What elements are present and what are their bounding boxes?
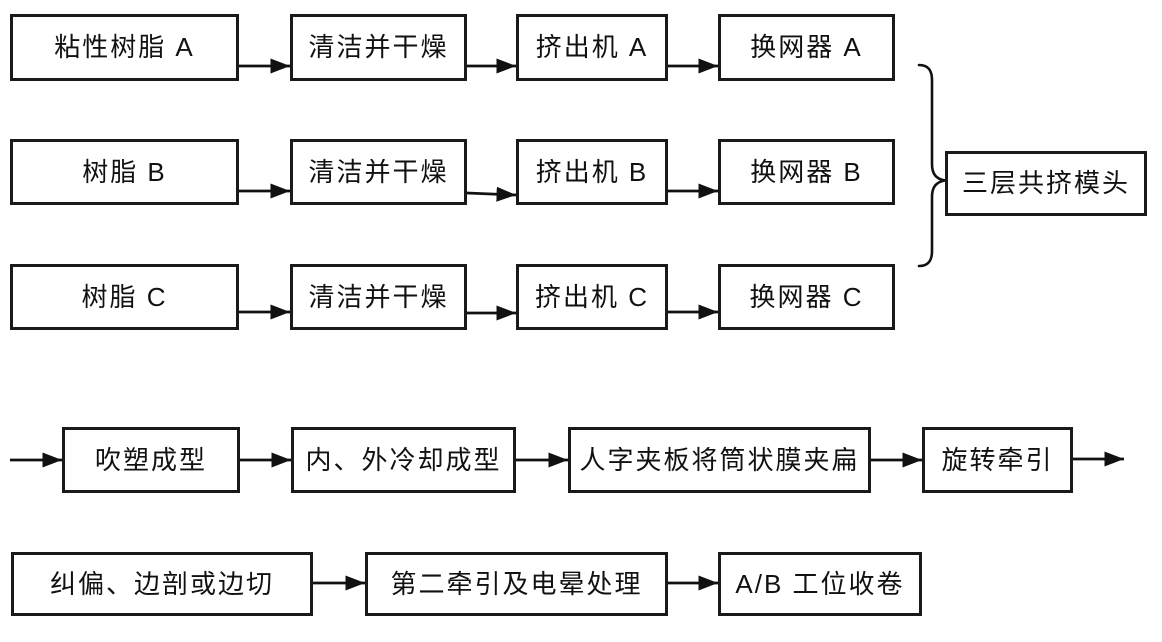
merge-brace-icon	[917, 63, 946, 268]
flow-node-extruder-a: 挤出机 A	[516, 14, 668, 81]
flow-node-rotary-haul-off: 旋转牵引	[922, 427, 1073, 493]
flow-node-edge-correction-slitting: 纠偏、边剖或边切	[11, 552, 313, 616]
flow-node-screen-changer-c: 换网器 C	[718, 264, 895, 330]
flow-node-clean-dry-c: 清洁并干燥	[290, 264, 467, 330]
flow-node-extruder-b: 挤出机 B	[516, 139, 668, 205]
flow-node-clean-dry-b: 清洁并干燥	[290, 139, 467, 205]
flow-node-resin-c: 树脂 C	[10, 264, 239, 330]
flow-node-second-haul-corona: 第二牵引及电晕处理	[365, 552, 668, 616]
flow-node-clean-dry-a: 清洁并干燥	[290, 14, 467, 81]
flow-node-ab-winding: A/B 工位收卷	[718, 552, 922, 616]
flow-node-resin-a: 粘性树脂 A	[10, 14, 239, 81]
arrow-r2-2	[466, 186, 517, 202]
flow-node-resin-b: 树脂 B	[10, 139, 239, 205]
flow-node-collapsing-frame: 人字夹板将筒状膜夹扁	[568, 427, 871, 493]
flow-node-screen-changer-b: 换网器 B	[718, 139, 895, 205]
flow-node-cooling: 内、外冷却成型	[291, 427, 516, 493]
flow-node-blow-molding: 吹塑成型	[62, 427, 240, 493]
flow-node-screen-changer-a: 换网器 A	[718, 14, 895, 81]
flow-node-extruder-c: 挤出机 C	[516, 264, 668, 330]
flow-node-coextrusion-die: 三层共挤模头	[945, 151, 1147, 216]
